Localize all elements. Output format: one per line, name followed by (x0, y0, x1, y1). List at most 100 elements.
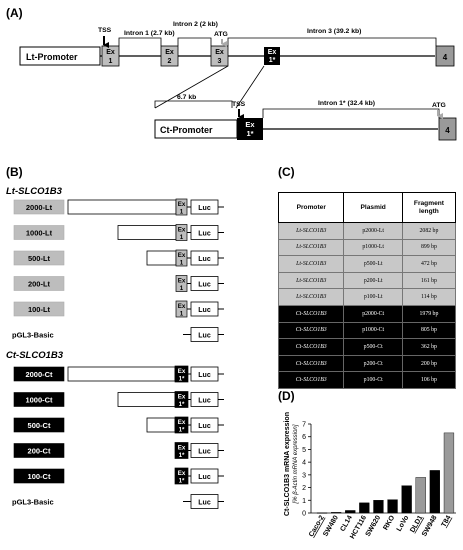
bar (415, 477, 426, 514)
construct-label-box (13, 276, 65, 291)
exon-num-label: 1* (179, 478, 185, 485)
exon-1-box (175, 275, 188, 292)
luc-box (190, 443, 219, 458)
exon-num-label: 1* (179, 452, 185, 459)
panel-label-b: (B) (6, 165, 23, 179)
table-header-row: Promoter Plasmid Fragment length (277, 192, 457, 223)
luc-label: Luc (198, 205, 211, 212)
luc-box (190, 468, 219, 484)
header-plasmid: Plasmid (343, 192, 403, 223)
cell-promoter: Ct-SLCO1B3 (277, 321, 345, 340)
luc-label: Luc (198, 500, 211, 507)
y-tick-label: 2 (302, 485, 306, 492)
bar (345, 510, 356, 514)
bar (331, 512, 342, 514)
ct-exon-4 (438, 117, 457, 141)
luc-box (190, 366, 219, 382)
luc-box (190, 494, 219, 509)
ct-atg-label: ATG (432, 102, 446, 109)
lt-exon-1-star (264, 47, 280, 65)
cell-promoter: Ct-SLCO1B3 (277, 304, 345, 323)
basic-label: pGL3-Basic (12, 331, 54, 340)
exon-num-label: 1 (180, 209, 184, 216)
luc-box (190, 199, 219, 215)
x-tick-label: CL14 (339, 514, 354, 532)
ct-section-title: Ct-SLCO1B3 (6, 350, 64, 361)
cell-length: 114 bp (401, 288, 457, 306)
exon-ex-label: Ex (178, 394, 186, 401)
lt-exon-4-num: 4 (443, 53, 448, 62)
promoter-fragment (67, 366, 176, 382)
luc-box (190, 225, 219, 240)
y-tick-label: 4 (302, 460, 306, 467)
chart-ylabel-line1: Ct-SLCO1B3 mRNA expression (284, 412, 291, 516)
intron-2-label: Intron 2 (2 kb) (173, 21, 218, 28)
cell-plasmid: p500-Ct (343, 338, 403, 356)
luc-label: Luc (198, 256, 211, 263)
intron-1-star-bracket (262, 108, 440, 118)
cell-length: 106 bp (401, 371, 457, 389)
bar (316, 512, 328, 514)
lt-exon-1-star-ex: Ex (268, 49, 277, 56)
exon-ex-label: Ex (178, 470, 186, 477)
cell-plasmid: p1000-Lt (343, 238, 403, 257)
ct-exon-1-star-ex: Ex (245, 120, 255, 129)
luc-box (190, 417, 219, 433)
promoter-fragment (146, 250, 177, 266)
x-tick-label: LoVo (396, 515, 411, 533)
intron-1-star-label: Intron 1* (32.4 kb) (318, 100, 375, 107)
cell-length: 805 bp (401, 321, 457, 340)
cell-promoter: Lt-SLCO1B3 (277, 271, 345, 290)
construct-label-box (13, 225, 65, 240)
exon-1-star-box (174, 442, 189, 459)
luc-box (190, 250, 219, 266)
exon-num-label: 1 (180, 311, 184, 318)
ct-tss-label: TSS (232, 101, 246, 108)
lt-exon-1 (101, 45, 120, 67)
cell-length: 1979 bp (401, 304, 457, 323)
construct-label-box (13, 392, 65, 407)
cell-length: 161 bp (401, 271, 457, 290)
intron-2-bracket (177, 37, 212, 46)
luc-label: Luc (198, 282, 211, 289)
lt-atg-label: ATG (214, 31, 228, 38)
exon-1-box (175, 198, 188, 216)
x-tick-label: RKO (382, 514, 396, 531)
lt-exon-2-num: 2 (168, 58, 172, 65)
luc-box (190, 276, 219, 291)
panel-label-c: (C) (278, 165, 295, 179)
luc-box (190, 301, 219, 317)
cell-plasmid: p100-Ct (343, 371, 403, 389)
luc-box (190, 392, 219, 407)
cell-plasmid: p200-Ct (343, 354, 403, 373)
lt-exon-3-num: 3 (218, 58, 222, 65)
panel-label-d: (D) (278, 389, 295, 403)
dist-bracket (154, 100, 233, 108)
promoter-fragment (117, 225, 177, 240)
cell-promoter: Ct-SLCO1B3 (277, 338, 345, 356)
cell-plasmid: p2000-Lt (343, 222, 403, 240)
zoom-line-right (235, 65, 265, 109)
lt-exon-2-ex: Ex (165, 49, 174, 56)
construct-label-box (13, 417, 65, 433)
exon-1-star-box (174, 467, 189, 485)
zoom-line-left (154, 65, 229, 109)
cell-length: 200 bp (401, 354, 457, 373)
luc-label: Luc (198, 231, 211, 238)
construct-label: 2000-Lt (26, 203, 53, 212)
bar (373, 500, 384, 514)
